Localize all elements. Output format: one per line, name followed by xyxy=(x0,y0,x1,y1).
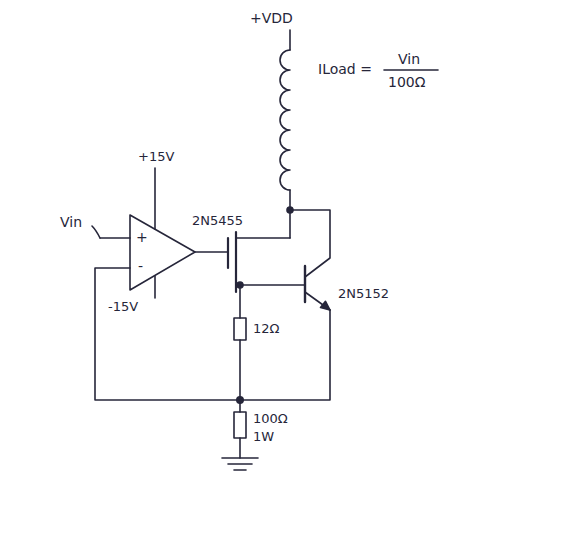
supply-wire xyxy=(154,276,156,298)
feedback-wire xyxy=(95,268,240,400)
denominator: 100Ω xyxy=(388,74,425,90)
numerator: Vin xyxy=(398,51,420,67)
input-lead xyxy=(92,226,100,238)
ground-symbol xyxy=(234,469,246,471)
ground-symbol xyxy=(228,463,252,465)
resistor-value: 12Ω xyxy=(253,321,279,337)
power-rating: 1W xyxy=(253,429,274,445)
output-wire xyxy=(195,251,228,253)
emitter-wire xyxy=(240,310,330,400)
input-wire xyxy=(100,237,130,239)
transistor-base xyxy=(304,266,306,302)
collector-wire xyxy=(290,210,330,277)
drain-wire xyxy=(236,237,290,239)
mosfet-gate xyxy=(227,238,229,268)
supply-wire xyxy=(289,30,291,50)
wire xyxy=(239,285,241,318)
ground-symbol xyxy=(222,457,258,459)
current-label: ILoad = xyxy=(318,61,372,77)
part-name: 2N5455 xyxy=(192,213,243,229)
resistor-value: 100Ω xyxy=(253,411,288,427)
resistor-symbol xyxy=(234,412,246,438)
inductor-symbol xyxy=(280,50,290,190)
resistor-symbol xyxy=(234,318,246,340)
source-wire xyxy=(236,284,305,286)
emitter-arrow xyxy=(321,301,331,310)
coil-winding xyxy=(280,50,290,190)
emitter-lead xyxy=(305,292,330,310)
pin-label: + xyxy=(136,229,148,245)
wire xyxy=(289,190,291,238)
supply-label: +VDD xyxy=(250,10,293,26)
pin-label: - xyxy=(138,258,143,274)
supply-label: +15V xyxy=(138,149,174,165)
supply-label: -15V xyxy=(108,299,138,315)
signal-name: Vin xyxy=(60,214,82,230)
wire xyxy=(239,438,241,458)
supply-wire xyxy=(154,168,156,229)
part-name: 2N5152 xyxy=(338,286,389,302)
fraction-bar xyxy=(384,69,438,71)
opamp-symbol xyxy=(130,215,195,290)
